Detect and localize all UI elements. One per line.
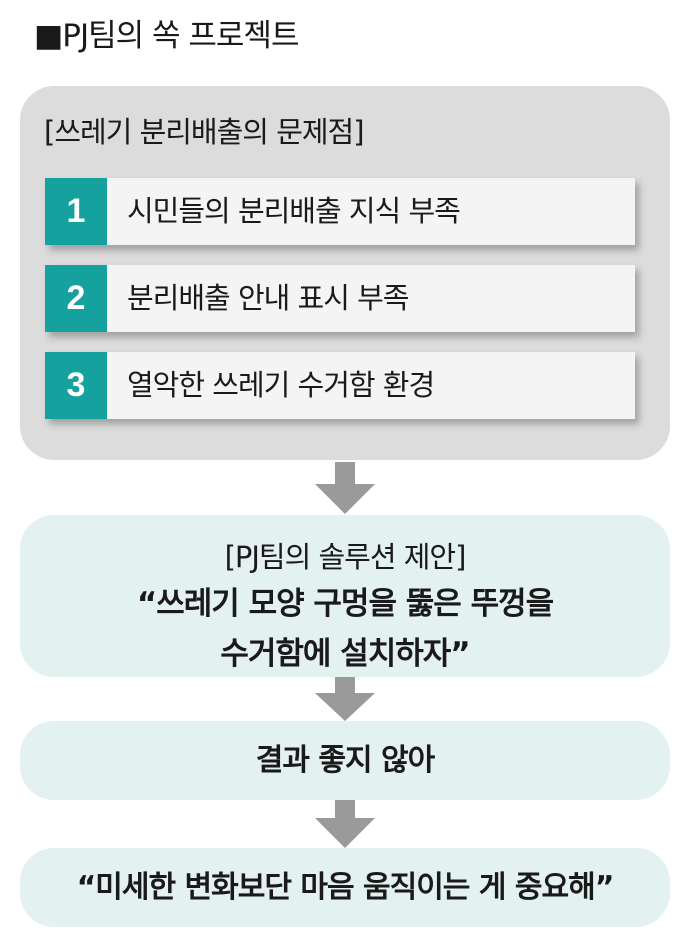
proposal-quote-line: 수거함에 설치하자” — [220, 636, 470, 672]
result-box: 결과 좋지 않아 — [20, 721, 670, 800]
problem-number-badge: 2 — [45, 265, 107, 332]
problem-item-1: 1 시민들의 분리배출 지식 부족 — [45, 178, 635, 245]
proposal-box: [PJ팀의 솔루션 제안] “쓰레기 모양 구멍을 뚫은 뚜껑을 수거함에 설치… — [20, 515, 670, 677]
proposal-quote-line: “쓰레기 모양 구멍을 뚫은 뚜껑을 — [136, 586, 554, 622]
arrow-down-icon — [315, 677, 375, 721]
problem-label: 열악한 쓰레기 수거함 환경 — [127, 368, 435, 402]
problem-number-badge: 1 — [45, 178, 107, 245]
problem-label: 분리배출 안내 표시 부족 — [127, 281, 409, 315]
arrow-down-icon — [315, 462, 375, 514]
result-text: 결과 좋지 않아 — [255, 743, 435, 778]
problem-heading: [쓰레기 분리배출의 문제점] — [44, 115, 365, 149]
problem-label: 시민들의 분리배출 지식 부족 — [127, 194, 461, 228]
problem-item-2: 2 분리배출 안내 표시 부족 — [45, 265, 635, 332]
proposal-quote: “쓰레기 모양 구멍을 뚫은 뚜껑을 수거함에 설치하자” — [20, 579, 670, 679]
conclusion-box: “미세한 변화보단 마음 움직이는 게 중요해” — [20, 848, 670, 927]
problem-item-3: 3 열악한 쓰레기 수거함 환경 — [45, 352, 635, 419]
proposal-heading: [PJ팀의 솔루션 제안] — [224, 540, 467, 574]
arrow-down-icon — [315, 800, 375, 848]
page-title: ■PJ팀의 쏙 프로젝트 — [34, 18, 299, 54]
problem-number-badge: 3 — [45, 352, 107, 419]
conclusion-text: “미세한 변화보단 마음 움직이는 게 중요해” — [76, 870, 615, 905]
